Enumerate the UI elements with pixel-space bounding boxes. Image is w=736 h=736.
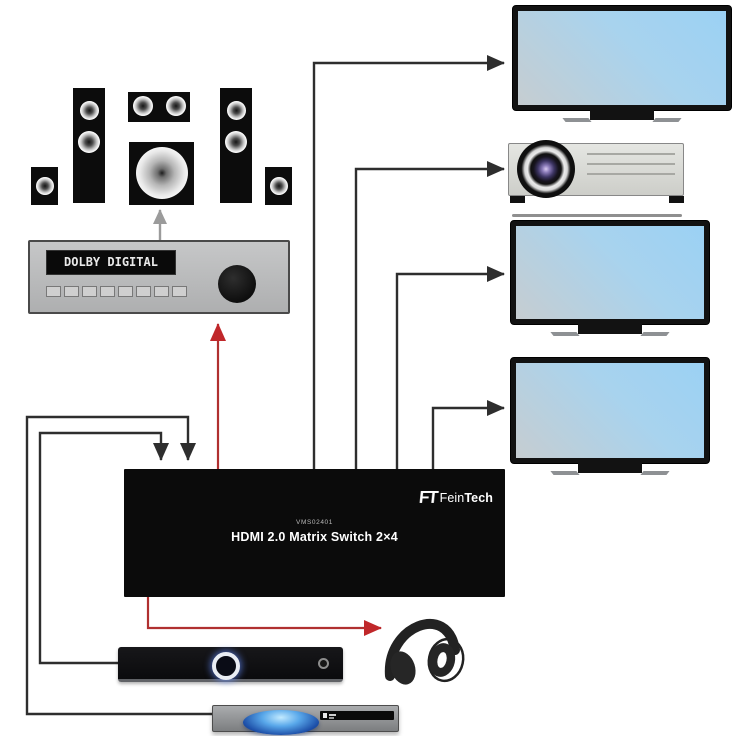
matrix-model: VMS02401 [296, 519, 333, 526]
satellite-speaker-left [31, 167, 58, 205]
projector-vent [587, 173, 675, 175]
brand-light: Fein [439, 491, 465, 505]
matrix-labels: VMS02401 HDMI 2.0 Matrix Switch 2×4 [124, 519, 505, 544]
blu-ray-player [212, 705, 399, 735]
wire-matrix-to-tv2 [395, 266, 505, 469]
headphones [384, 618, 465, 685]
tv-bezel [512, 5, 732, 111]
headphones-earcup-hole [437, 652, 447, 668]
receiver-buttons [46, 286, 187, 297]
wire-matrix-to-headphones-audio [146, 596, 382, 636]
receiver-button [172, 286, 187, 297]
av-receiver: DOLBY DIGITAL [28, 240, 290, 314]
receiver-button [154, 286, 169, 297]
tv-foot [562, 118, 592, 122]
tv-3 [510, 357, 710, 481]
speaker-driver [133, 96, 153, 116]
speaker-driver [225, 131, 247, 153]
tv-stand [578, 463, 642, 473]
tv-foot [550, 471, 580, 475]
feintech-logo: FT FeinTech [417, 488, 493, 508]
headphones-wire-loop [427, 637, 465, 683]
speaker-driver [166, 96, 186, 116]
tv-foot [640, 471, 670, 475]
tv-foot [652, 118, 682, 122]
center-speaker [128, 92, 190, 122]
headphones-earcup-left [390, 651, 416, 685]
tv-bezel [510, 357, 710, 464]
receiver-button [100, 286, 115, 297]
display-segment [329, 717, 334, 719]
hdmi-matrix-switch: FT FeinTech VMS02401 HDMI 2.0 Matrix Swi… [124, 469, 505, 597]
tv-bezel [510, 220, 710, 325]
tv-foot [550, 332, 580, 336]
brand-bold: Tech [464, 491, 493, 505]
media-player [118, 647, 343, 682]
tv-screen [518, 11, 726, 105]
speaker-driver [269, 177, 288, 195]
wire-matrix-to-projector [354, 161, 505, 469]
tower-speaker-right [220, 88, 252, 203]
projector-vent [587, 163, 675, 165]
projector-foot [669, 196, 684, 203]
wire-matrix-to-tv1 [312, 55, 505, 469]
receiver-button [46, 286, 61, 297]
tv-screen [516, 363, 704, 458]
subwoofer-driver [135, 147, 188, 199]
receiver-display: DOLBY DIGITAL [46, 250, 176, 275]
tv-stand [590, 110, 654, 120]
satellite-speaker-right [265, 167, 292, 205]
blu-ray-disc [243, 710, 319, 735]
receiver-button [64, 286, 79, 297]
power-button [318, 658, 329, 669]
speaker-driver [78, 131, 100, 153]
speaker-driver [226, 100, 246, 120]
tower-speaker-left [73, 88, 105, 203]
receiver-button [118, 286, 133, 297]
display-segment [329, 714, 336, 716]
power-ring [212, 652, 240, 680]
wire-matrix-to-tv3 [431, 400, 505, 469]
matrix-product-name: HDMI 2.0 Matrix Switch 2×4 [231, 530, 398, 544]
projector [508, 140, 684, 203]
receiver-button [136, 286, 151, 297]
projector-shadow [512, 214, 682, 217]
tv-screen [516, 226, 704, 319]
receiver-button [82, 286, 97, 297]
tv-1 [512, 5, 732, 130]
subwoofer [129, 142, 194, 205]
display-segment [323, 713, 327, 718]
tv-2 [510, 220, 710, 342]
feintech-logo-mark: FT [417, 488, 438, 507]
receiver-volume-knob [218, 265, 256, 303]
projector-lens [517, 140, 575, 198]
blu-ray-display [320, 711, 394, 720]
projector-vent [587, 153, 675, 155]
wire-media-player-to-matrix [38, 431, 169, 665]
projector-foot [510, 196, 525, 203]
speaker-driver [79, 100, 99, 120]
feintech-logo-text: FeinTech [440, 491, 493, 505]
wire-bluray-to-matrix [25, 415, 212, 716]
speaker-driver [35, 177, 54, 195]
tv-stand [578, 324, 642, 334]
surround-speaker-set [0, 0, 300, 210]
tv-foot [640, 332, 670, 336]
